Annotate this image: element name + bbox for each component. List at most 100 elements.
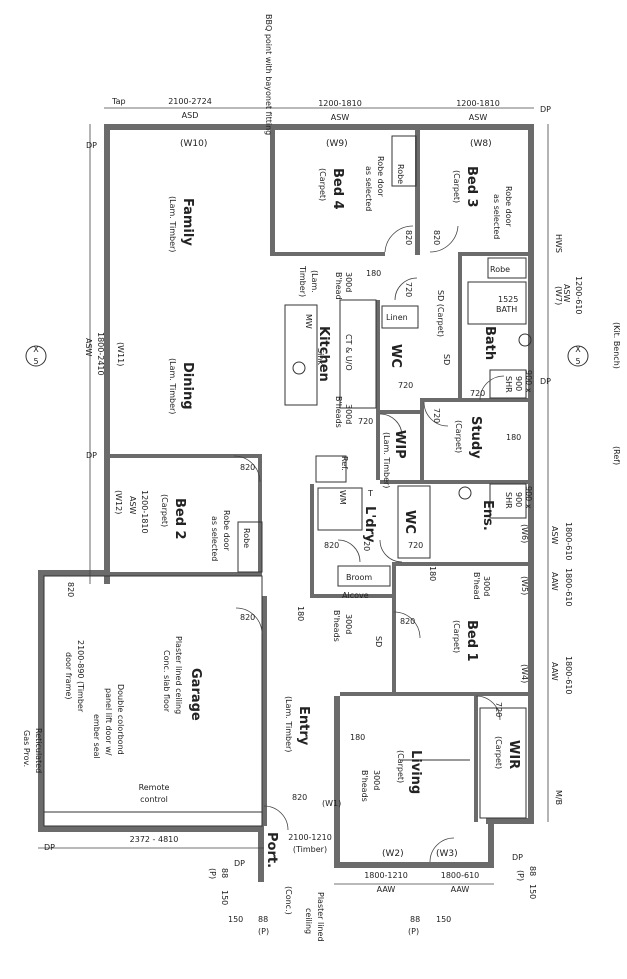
door-size-3: 820	[240, 463, 255, 472]
window-w6: (W6)	[520, 524, 529, 543]
top-dim-1-size: 2100-2724	[168, 97, 212, 106]
room-family: Family (Lam. Timber)	[168, 196, 195, 252]
room-porch: Port. (Conc.)	[264, 832, 293, 915]
room-kitchen: Kitchen	[316, 326, 331, 382]
window-w4: (W4)	[520, 664, 529, 683]
porch-p-c: (P)	[408, 927, 419, 936]
robe-door-bed4-1: Robe door	[376, 156, 385, 198]
room-porch-finish: (Conc.)	[284, 886, 293, 915]
robe-door-bed4-2: as selected	[364, 166, 373, 211]
dim-right2-size-a: 1800-610	[564, 522, 573, 561]
room-bed3-finish: (Carpet)	[452, 170, 461, 203]
door-swings	[233, 225, 505, 863]
wall-garage-west	[38, 570, 44, 832]
room-bed1-finish: (Carpet)	[452, 620, 461, 653]
wall-west-upper	[104, 124, 110, 584]
room-study-name: Study	[468, 416, 483, 459]
door-entry	[263, 805, 289, 831]
reticulated-2: Gas Prov.	[22, 730, 31, 767]
dp-bottom-2: DP	[234, 859, 245, 868]
ref-right-label: (Ref)	[612, 446, 621, 465]
room-family-name: Family	[180, 198, 195, 246]
door-size-2: 820	[432, 230, 441, 245]
bhead3-2: B'head	[472, 572, 481, 600]
dim-right1-type: ASW	[562, 284, 571, 303]
robe-label-bed4: Robe	[396, 164, 405, 184]
porch-150-b: 150	[220, 890, 229, 905]
room-wip-name: WIP	[392, 430, 407, 459]
shr2-1: 900 x	[524, 486, 533, 509]
wall-study-south	[380, 480, 530, 484]
bhead2-1: 300d	[344, 404, 353, 424]
robe-door-bed3-2: as selected	[492, 194, 501, 239]
garage-door-1: Double colorbond	[116, 684, 125, 755]
section-letter-left: X	[33, 345, 39, 354]
wall-east-lower	[528, 580, 534, 822]
sd-carpet-label: SD (Carpet)	[436, 290, 445, 337]
door-size-16: 820	[66, 582, 75, 597]
door-size-19: 180	[296, 606, 305, 621]
room-bath: Bath	[482, 326, 497, 360]
kitchen-bench	[339, 299, 377, 409]
door-garage	[235, 607, 263, 635]
room-wc2-name: WC	[402, 510, 417, 534]
wall-living-south	[334, 862, 494, 868]
linen-cupboard	[381, 305, 419, 329]
room-wir-finish: (Carpet)	[494, 736, 503, 769]
ensuite-wc-box	[397, 485, 431, 559]
wall-garage-east	[262, 596, 267, 826]
porch-p-b: (P)	[208, 868, 217, 879]
sd-label-hall: SD	[442, 354, 451, 365]
wall-bed4-south	[270, 252, 385, 256]
broom-label: Broom	[346, 573, 372, 582]
sd-label-entry: SD	[374, 636, 383, 647]
window-w8: (W8)	[470, 139, 492, 149]
porch-88-d: 88	[528, 866, 537, 876]
top-dim-1-type: ASD	[182, 111, 199, 120]
door-size-18: 180	[428, 566, 437, 581]
room-garage-name: Garage	[188, 668, 203, 721]
top-dim-2-type: ASW	[331, 113, 350, 122]
window-w10: (W10)	[180, 139, 207, 149]
wall-east-upper	[528, 124, 534, 584]
robe-label-bed3: Robe	[490, 265, 510, 274]
window-w3: (W3)	[436, 849, 458, 859]
room-dining-finish: (Lam. Timber)	[168, 358, 177, 414]
kitchen-island	[284, 304, 318, 406]
room-wc1-name: WC	[388, 344, 403, 368]
door-ens-wc	[379, 539, 403, 563]
ensuite-basin	[458, 486, 472, 500]
room-entry-finish: (Lam. Timber)	[284, 696, 293, 752]
window-w5: (W5)	[520, 576, 529, 595]
plaster-2: ceiling	[304, 908, 313, 934]
dp-bottom-3: DP	[512, 853, 523, 862]
wall-wc-west	[376, 300, 380, 480]
dim-right2-type-a: ASW	[550, 526, 559, 545]
wall-wip-north	[376, 410, 424, 414]
reticulated-1: Reticulated	[34, 728, 43, 773]
door-size-10: 820	[324, 541, 339, 550]
shr2-3: SHR	[504, 492, 513, 509]
shower-bath	[489, 369, 527, 399]
top-dim-3-type: ASW	[469, 113, 488, 122]
dim-right3-size: 1800-610	[564, 656, 573, 695]
bhead1-1: 300d	[344, 272, 353, 292]
door-bed2	[233, 455, 261, 483]
window-w1: (W1)	[322, 799, 341, 808]
room-kitchen-name: Kitchen	[316, 326, 331, 382]
tap-label: Tap	[111, 97, 126, 106]
door-size-21: 180	[506, 433, 521, 442]
wall-study-west	[420, 398, 424, 480]
door-bed1	[393, 611, 421, 639]
door-size-13: 820	[400, 617, 415, 626]
hws-label: HWS	[554, 234, 563, 253]
room-bed4-finish: (Carpet)	[318, 168, 327, 201]
room-bed2-finish: (Carpet)	[160, 494, 169, 527]
wall-garage-south	[38, 826, 264, 832]
lam-timber-1: (Lam.	[310, 270, 319, 293]
room-study: Study (Carpet)	[454, 416, 483, 459]
window-w11: (W11)	[116, 342, 125, 366]
door-study	[423, 401, 449, 427]
door-wir	[475, 695, 501, 721]
wir-shelf	[479, 707, 527, 819]
